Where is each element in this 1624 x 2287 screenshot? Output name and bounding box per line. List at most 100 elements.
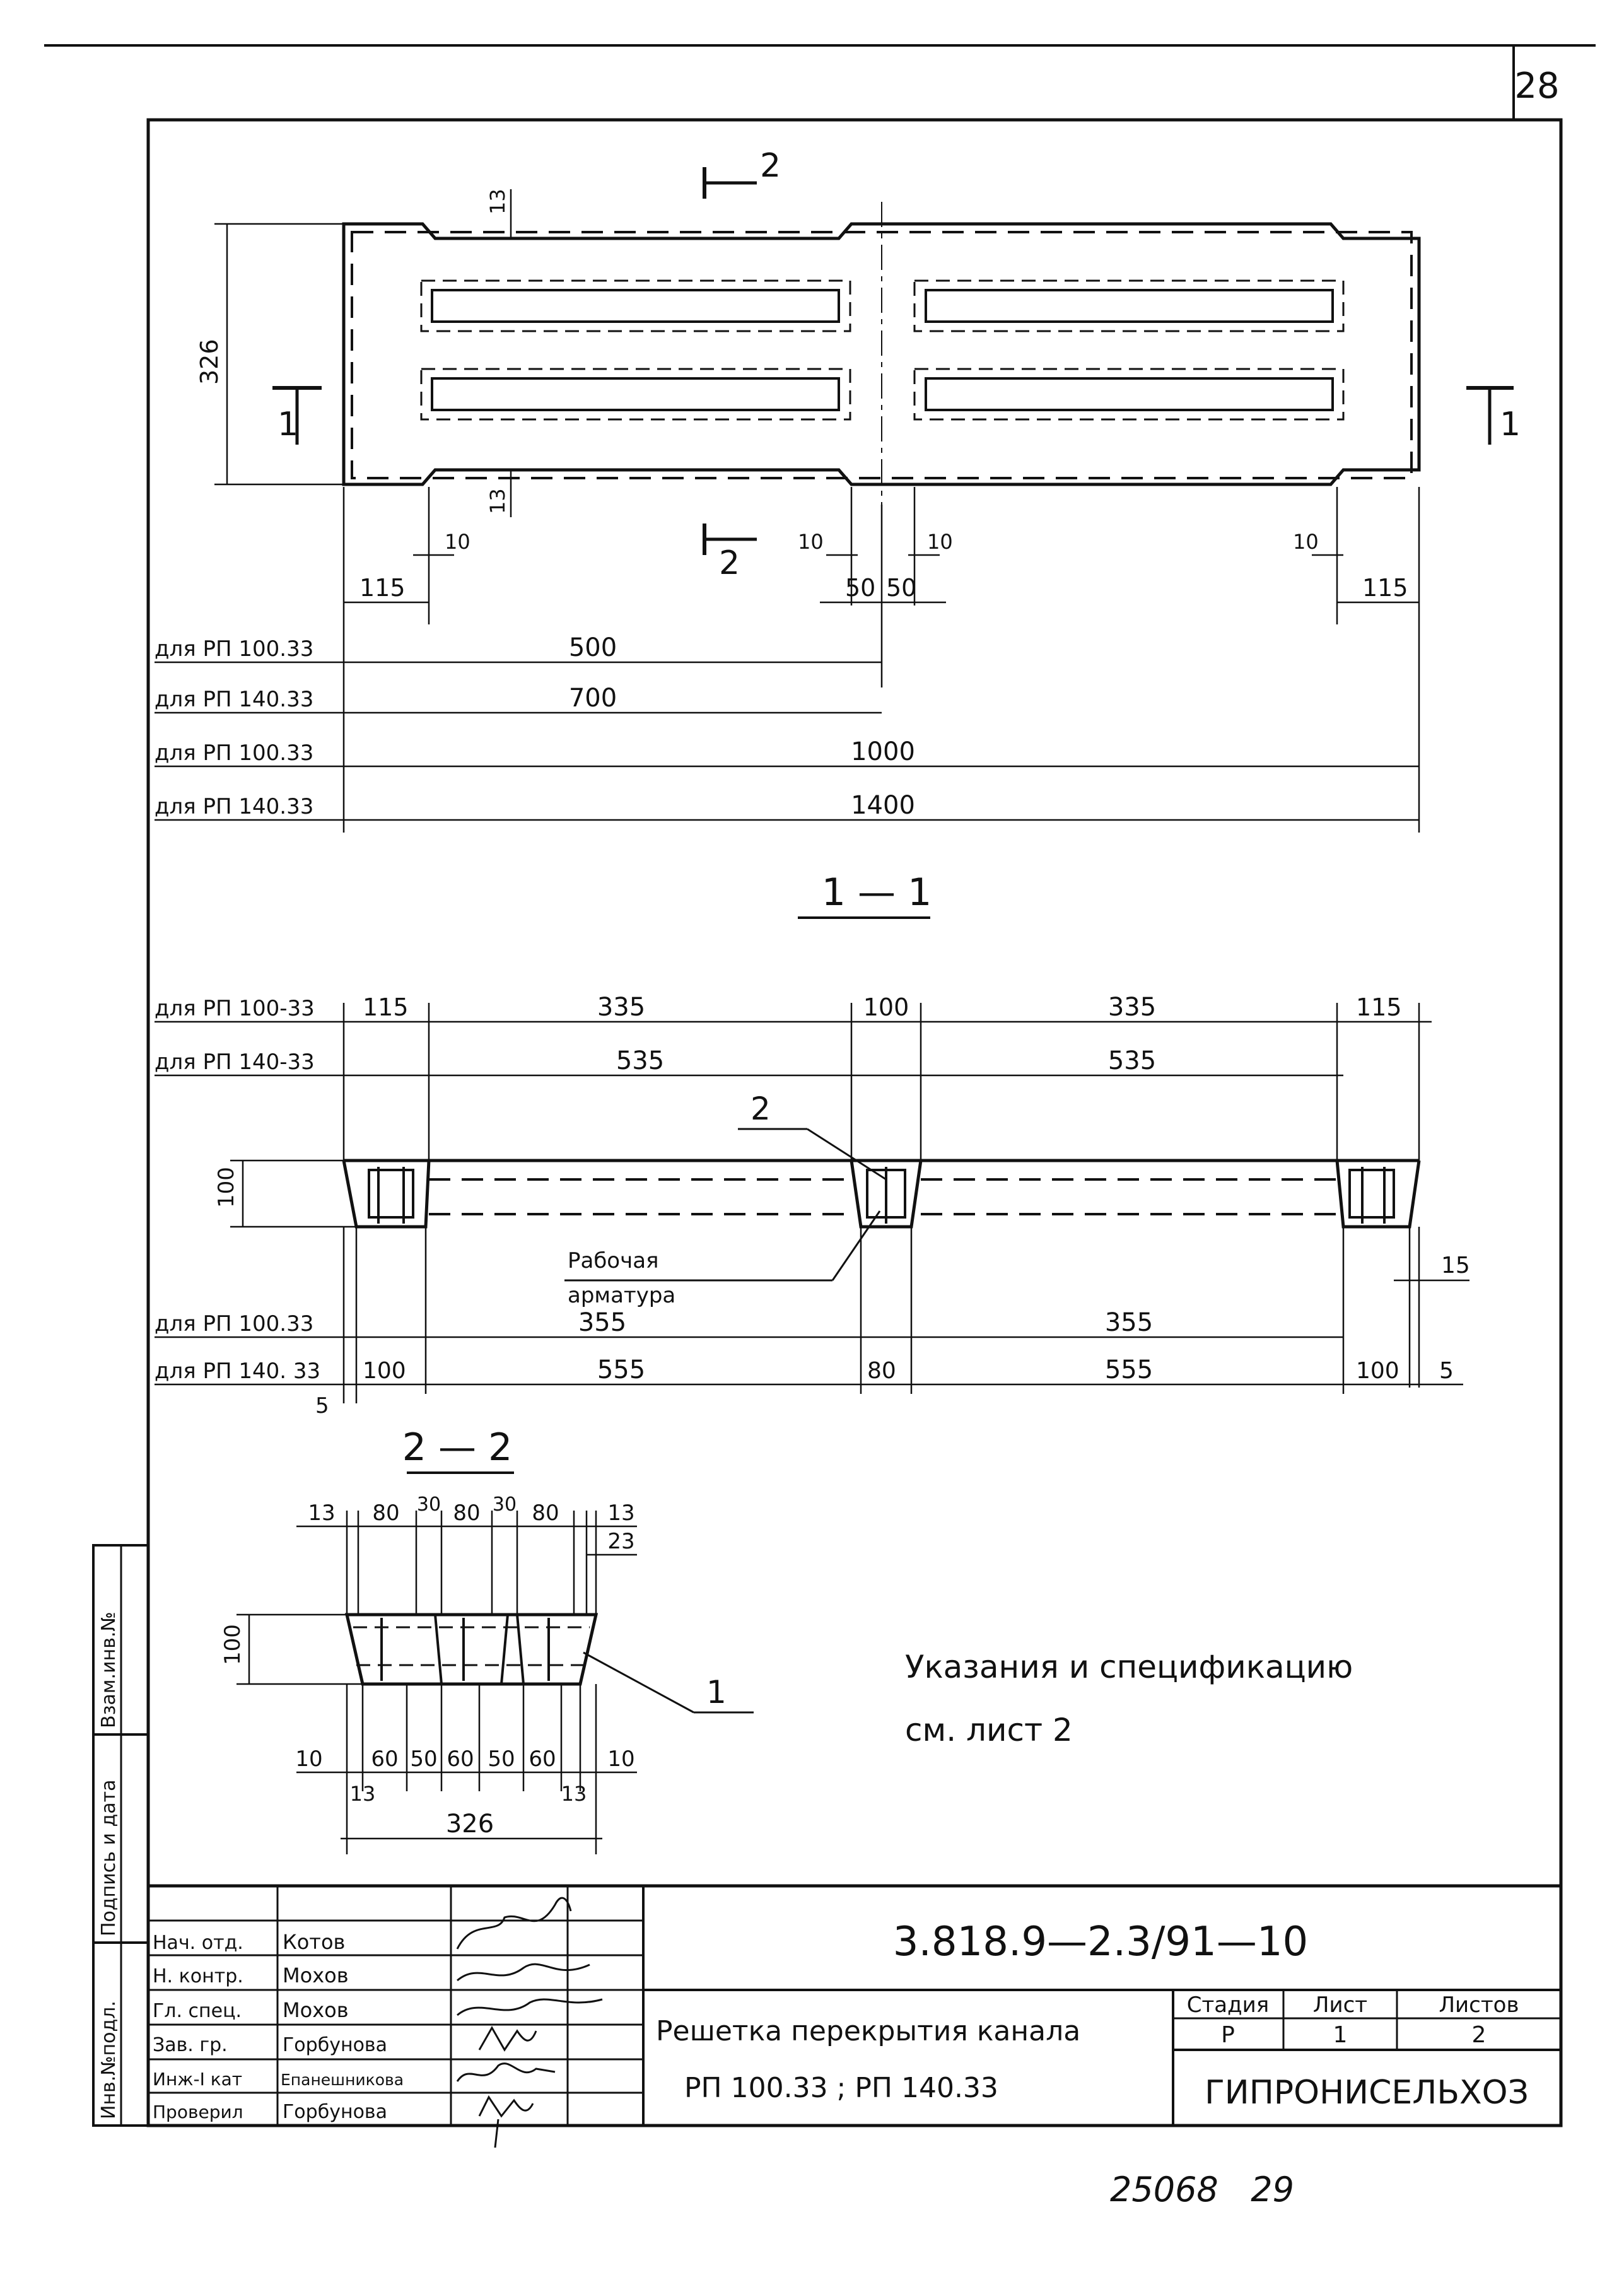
plan-dim-115-left: 115 xyxy=(359,574,406,602)
s11-top-115-left: 115 xyxy=(363,993,409,1021)
s11-bot-100-right: 100 xyxy=(1356,1358,1399,1384)
note-line1: Указания и спецификацию xyxy=(905,1649,1353,1685)
s22-dim-13-right: 13 xyxy=(561,1782,587,1806)
side-stamp-podpis: Подпись и дата xyxy=(98,1780,120,1937)
plan-dim-10-d: 10 xyxy=(1293,530,1319,554)
role-5: Инж-I кат xyxy=(153,2069,242,2090)
section11-title: 1 — 1 xyxy=(822,870,932,915)
plan-view xyxy=(155,167,1514,833)
s22-top-dim-5: 30 xyxy=(493,1494,517,1516)
plan-dim-115-right: 115 xyxy=(1362,574,1408,602)
s22-bot-dim-4: 60 xyxy=(447,1746,474,1772)
drawing-title-line1: Решетка перекрытия канала xyxy=(656,2015,1080,2047)
plan-dim-10-b: 10 xyxy=(798,530,824,554)
s11-bot-100-left: 100 xyxy=(363,1358,406,1384)
s22-top-dim-4: 80 xyxy=(453,1500,480,1526)
title-block xyxy=(148,1884,1561,2126)
name-6: Горбунова xyxy=(283,2101,387,2123)
s22-dim-23: 23 xyxy=(607,1529,634,1554)
role-2: Н. контр. xyxy=(153,1965,243,1987)
role-6: Проверил xyxy=(153,2102,243,2122)
plan-cut1-left: 1 xyxy=(277,406,298,443)
s22-top-dim-1: 13 xyxy=(308,1500,335,1526)
plan-dim-height: 326 xyxy=(196,339,223,385)
signatures xyxy=(456,1897,603,2148)
s11-bot-80: 80 xyxy=(867,1358,896,1384)
plan-row1-label: для РП 100.33 xyxy=(155,636,313,662)
organization: ГИПРОНИСЕЛЬХОЗ xyxy=(1205,2074,1529,2112)
plan-row3-label: для РП 100.33 xyxy=(155,740,313,766)
s22-bot-dim-5: 50 xyxy=(488,1746,515,1772)
sheets-value: 2 xyxy=(1472,2022,1487,2048)
name-2: Мохов xyxy=(283,1963,349,1987)
role-4: Зав. гр. xyxy=(153,2034,228,2056)
s11-bot-555-left: 555 xyxy=(597,1355,645,1384)
s22-dim-height: 100 xyxy=(220,1624,245,1665)
section22-title: 2 — 2 xyxy=(402,1425,513,1470)
s11-dim-height: 100 xyxy=(214,1167,239,1208)
plan-row4-value: 1400 xyxy=(851,791,915,820)
name-1: Котов xyxy=(283,1930,345,1954)
plan-cut2-top: 2 xyxy=(760,147,781,185)
s11-callout-2: 2 xyxy=(751,1091,771,1127)
plan-dim-10-a: 10 xyxy=(445,530,470,554)
s11-dim-5-left: 5 xyxy=(315,1393,329,1418)
s11-label-bot1: для РП 100.33 xyxy=(155,1311,313,1337)
plan-dim-50-b: 50 xyxy=(886,574,916,602)
s11-top-335-left: 335 xyxy=(597,993,645,1022)
role-1: Нач. отд. xyxy=(153,1932,243,1954)
role-3: Гл. спец. xyxy=(153,2000,242,2022)
s22-bot-dim-7: 10 xyxy=(607,1746,634,1772)
s11-bot-355-left: 355 xyxy=(578,1308,626,1337)
side-stamp-vzam: Взам.инв.№ xyxy=(98,1611,120,1728)
page-number: 28 xyxy=(1514,66,1559,107)
s22-bot-dim-1: 10 xyxy=(295,1746,322,1772)
side-stamp xyxy=(92,1544,149,2127)
plan-dim-13-top: 13 xyxy=(486,189,510,214)
s11-rebar-label2: арматура xyxy=(568,1283,675,1308)
plan-row2-label: для РП 140.33 xyxy=(155,687,313,712)
s11-top-535-right: 535 xyxy=(1108,1046,1156,1075)
plan-dim-10-c: 10 xyxy=(927,530,953,554)
s22-bot-dim-6: 60 xyxy=(529,1746,556,1772)
s11-top-335-right: 335 xyxy=(1108,993,1156,1022)
plan-row3-value: 1000 xyxy=(851,737,915,766)
doc-code: 3.818.9—2.3/91—10 xyxy=(893,1919,1309,1965)
s22-top-dim-2: 80 xyxy=(372,1500,399,1526)
s22-top-dim-3: 30 xyxy=(417,1494,441,1516)
note-line2: см. лист 2 xyxy=(905,1712,1073,1748)
section11-view xyxy=(155,1003,1469,1403)
plan-dim-50-a: 50 xyxy=(845,574,875,602)
s22-total: 326 xyxy=(446,1810,494,1839)
plan-row1-value: 500 xyxy=(569,633,617,662)
sheet-frame xyxy=(44,44,1596,2127)
s11-label-bot2: для РП 140. 33 xyxy=(155,1359,320,1384)
s22-callout-1: 1 xyxy=(706,1674,727,1711)
stage-value: Р xyxy=(1221,2022,1235,2048)
sheet-value: 1 xyxy=(1333,2022,1348,2048)
drawing-title-line2: РП 100.33 ; РП 140.33 xyxy=(684,2072,998,2104)
s11-bot-555-right: 555 xyxy=(1105,1355,1153,1384)
name-3: Мохов xyxy=(283,1998,349,2022)
s11-top-115-right: 115 xyxy=(1356,993,1402,1021)
sheets-label: Листов xyxy=(1439,1992,1519,2018)
plan-cut2-bottom: 2 xyxy=(719,544,740,582)
sheet-label: Лист xyxy=(1313,1992,1367,2018)
s11-label-top2: для РП 140-33 xyxy=(155,1050,315,1075)
s22-top-dim-6: 80 xyxy=(532,1500,559,1526)
s11-rebar-label1: Рабочая xyxy=(568,1248,658,1273)
plan-row4-label: для РП 140.33 xyxy=(155,794,313,819)
name-4: Горбунова xyxy=(283,2034,387,2056)
stage-label: Стадия xyxy=(1187,1992,1269,2018)
s22-bot-dim-2: 60 xyxy=(371,1746,398,1772)
plan-row2-value: 700 xyxy=(569,684,617,713)
name-5: Епанешникова xyxy=(281,2071,404,2089)
s22-bot-dim-3: 50 xyxy=(410,1746,437,1772)
s11-dim-5-right: 5 xyxy=(1439,1358,1454,1384)
s11-top-100: 100 xyxy=(863,993,909,1021)
s22-dim-13-left: 13 xyxy=(350,1782,376,1806)
s11-label-top1: для РП 100-33 xyxy=(155,996,315,1021)
section22-view xyxy=(237,1511,754,1854)
s11-bot-355-right: 355 xyxy=(1105,1308,1153,1337)
